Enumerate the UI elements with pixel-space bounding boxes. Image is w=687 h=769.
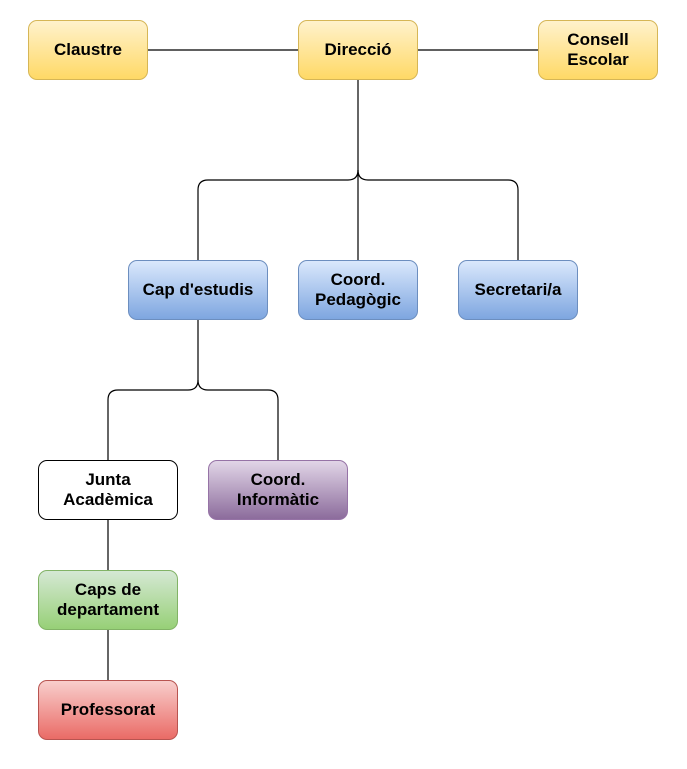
- node-coord-informatic[interactable]: Coord. Informàtic: [208, 460, 348, 520]
- edge-cap-estudis-coord-informatic: [197, 379, 279, 460]
- node-label: Junta Acadèmica: [63, 470, 153, 509]
- node-label: Cap d'estudis: [142, 280, 254, 299]
- node-direccio[interactable]: Direcció: [298, 20, 418, 80]
- node-secretaria[interactable]: Secretari/a: [458, 260, 578, 320]
- node-coord-pedagogic[interactable]: Coord. Pedagògic: [298, 260, 418, 320]
- edge-direccio-secretaria: [357, 169, 519, 260]
- node-label: Claustre: [53, 40, 123, 59]
- node-label: Secretari/a: [474, 280, 562, 299]
- node-label: Consell Escolar: [567, 30, 629, 69]
- edge-direccio-cap-estudis: [197, 169, 359, 260]
- node-professorat[interactable]: Professorat: [38, 680, 178, 740]
- node-label: Coord. Informàtic: [236, 470, 320, 509]
- node-label: Coord. Pedagògic: [315, 270, 401, 309]
- node-junta-academica[interactable]: Junta Acadèmica: [38, 460, 178, 520]
- edge-cap-estudis-junta-academica: [107, 320, 199, 460]
- node-cap-estudis[interactable]: Cap d'estudis: [128, 260, 268, 320]
- node-label: Professorat: [60, 700, 156, 719]
- node-label: Caps de departament: [56, 580, 160, 619]
- node-claustre[interactable]: Claustre: [28, 20, 148, 80]
- node-label: Direcció: [324, 40, 392, 59]
- node-caps-departament[interactable]: Caps de departament: [38, 570, 178, 630]
- node-consell-escolar[interactable]: Consell Escolar: [538, 20, 658, 80]
